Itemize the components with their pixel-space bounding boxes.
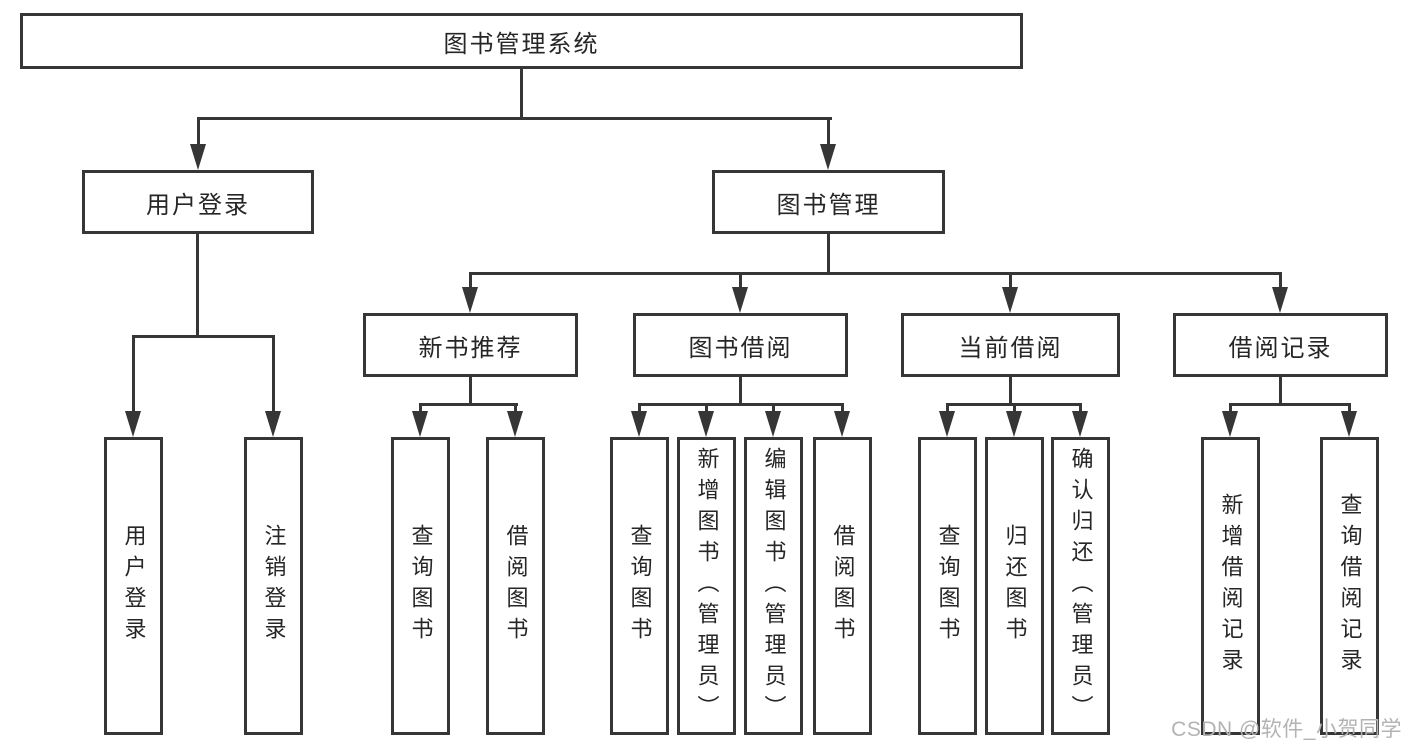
connector-line bbox=[638, 403, 844, 406]
connector-line bbox=[772, 403, 775, 415]
node-label: 用户登录 bbox=[121, 524, 147, 648]
node-leaf-return-books: 归还图书 bbox=[985, 437, 1044, 735]
connector-line bbox=[419, 403, 422, 415]
connector-line bbox=[739, 377, 742, 406]
node-leaf-query-books-borrowing: 查询图书 bbox=[610, 437, 669, 735]
connector-line bbox=[1279, 272, 1282, 290]
node-label: 新增图书（管理员） bbox=[694, 446, 720, 726]
node-current-borrowing: 当前借阅 bbox=[901, 313, 1120, 377]
node-library-management-system: 图书管理系统 bbox=[20, 13, 1023, 69]
connector-line bbox=[196, 234, 199, 337]
node-label: 新增借阅记录 bbox=[1218, 493, 1244, 679]
node-leaf-add-books-admin: 新增图书（管理员） bbox=[677, 437, 736, 735]
node-leaf-edit-books-admin: 编辑图书（管理员） bbox=[744, 437, 803, 735]
node-label: 查询图书 bbox=[935, 524, 961, 648]
connector-line bbox=[1009, 272, 1012, 290]
connector-line bbox=[638, 403, 641, 415]
arrow-down-icon bbox=[698, 411, 714, 437]
node-label: 查询图书 bbox=[627, 524, 653, 648]
connector-line bbox=[827, 117, 830, 149]
connector-line bbox=[1013, 403, 1016, 415]
arrow-down-icon bbox=[1006, 411, 1022, 437]
connector-line bbox=[469, 272, 1281, 275]
node-label: 查询图书 bbox=[408, 524, 434, 648]
node-leaf-user-login: 用户登录 bbox=[104, 437, 163, 735]
node-leaf-query-borrow-record: 查询借阅记录 bbox=[1320, 437, 1379, 735]
connector-line bbox=[272, 335, 275, 411]
arrow-down-icon bbox=[1222, 411, 1238, 437]
node-label: 借阅图书 bbox=[830, 524, 856, 648]
arrow-down-icon bbox=[834, 411, 850, 437]
node-book-management: 图书管理 bbox=[712, 170, 945, 234]
arrow-down-icon bbox=[1002, 287, 1018, 313]
arrow-down-icon bbox=[125, 411, 141, 437]
arrow-down-icon bbox=[265, 411, 281, 437]
arrow-down-icon bbox=[507, 411, 523, 437]
node-leaf-borrow-books-borrowing: 借阅图书 bbox=[813, 437, 872, 735]
connector-line bbox=[419, 403, 518, 406]
arrow-down-icon bbox=[765, 411, 781, 437]
node-label: 归还图书 bbox=[1002, 524, 1028, 648]
connector-line bbox=[946, 403, 949, 415]
node-book-borrowing: 图书借阅 bbox=[633, 313, 848, 377]
node-label: 注销登录 bbox=[261, 524, 287, 648]
connector-line bbox=[1079, 403, 1082, 415]
node-label: 借阅记录 bbox=[1228, 334, 1333, 362]
node-borrowing-records: 借阅记录 bbox=[1173, 313, 1388, 377]
arrow-down-icon bbox=[939, 411, 955, 437]
arrow-down-icon bbox=[631, 411, 647, 437]
connector-line bbox=[520, 69, 523, 120]
connector-line bbox=[469, 272, 472, 290]
node-label: 当前借阅 bbox=[958, 334, 1063, 362]
arrow-down-icon bbox=[412, 411, 428, 437]
node-label: 确认归还（管理员） bbox=[1068, 446, 1094, 726]
node-label: 借阅图书 bbox=[503, 524, 529, 648]
arrow-down-icon bbox=[462, 287, 478, 313]
node-leaf-add-borrow-record: 新增借阅记录 bbox=[1201, 437, 1260, 735]
connector-line bbox=[1279, 377, 1282, 406]
connector-line bbox=[197, 117, 200, 149]
arrow-down-icon bbox=[1272, 287, 1288, 313]
connector-line bbox=[1229, 403, 1351, 406]
node-leaf-confirm-return-admin: 确认归还（管理员） bbox=[1051, 437, 1110, 735]
node-leaf-query-books-current: 查询图书 bbox=[918, 437, 977, 735]
arrow-down-icon bbox=[820, 144, 836, 170]
node-leaf-query-books-recommend: 查询图书 bbox=[391, 437, 450, 735]
node-leaf-logout: 注销登录 bbox=[244, 437, 303, 735]
connector-line bbox=[132, 335, 275, 338]
node-user-login: 用户登录 bbox=[82, 170, 314, 234]
arrow-down-icon bbox=[1341, 411, 1357, 437]
node-new-book-recommend: 新书推荐 bbox=[363, 313, 578, 377]
connector-line bbox=[514, 403, 517, 415]
csdn-watermark: CSDN @软件_小贺同学 bbox=[1171, 718, 1402, 741]
node-label: 查询借阅记录 bbox=[1337, 493, 1363, 679]
arrow-down-icon bbox=[732, 287, 748, 313]
node-label: 图书管理系统 bbox=[443, 30, 600, 58]
connector-line bbox=[705, 403, 708, 415]
arrow-down-icon bbox=[1072, 411, 1088, 437]
node-label: 用户登录 bbox=[146, 191, 250, 219]
connector-line bbox=[1009, 377, 1012, 406]
node-label: 图书管理 bbox=[776, 191, 881, 219]
arrow-down-icon bbox=[190, 144, 206, 170]
connector-line bbox=[739, 272, 742, 290]
connector-line bbox=[197, 117, 832, 120]
node-leaf-borrow-books-recommend: 借阅图书 bbox=[486, 437, 545, 735]
node-label: 编辑图书（管理员） bbox=[761, 446, 787, 726]
connector-line bbox=[1229, 403, 1232, 415]
connector-line bbox=[827, 234, 830, 275]
node-label: 新书推荐 bbox=[418, 334, 523, 362]
node-label: 图书借阅 bbox=[688, 334, 793, 362]
connector-line bbox=[469, 377, 472, 406]
connector-line bbox=[841, 403, 844, 415]
connector-line bbox=[132, 335, 135, 411]
connector-line bbox=[1348, 403, 1351, 415]
